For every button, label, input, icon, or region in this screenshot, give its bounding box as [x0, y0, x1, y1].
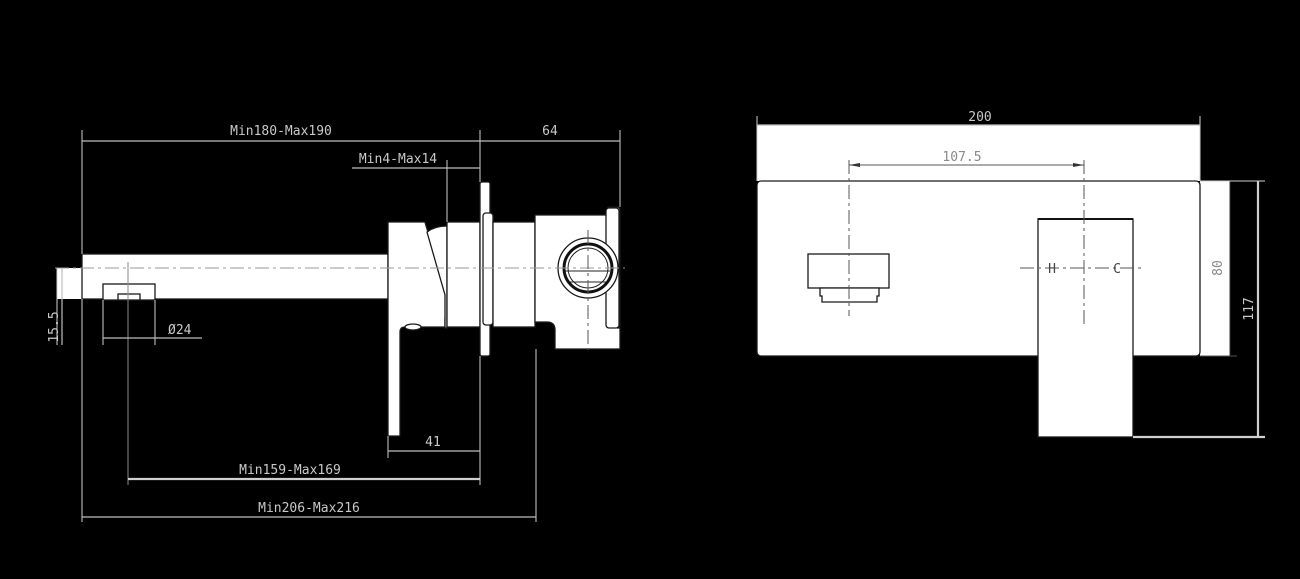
- cold-label: C: [1113, 262, 1121, 277]
- collar: [446, 221, 481, 328]
- dim-outlet-diameter: Ø24: [168, 323, 192, 338]
- aerator-outlet: [117, 293, 141, 301]
- dim-plate-height: 80: [1211, 260, 1226, 276]
- dim-outlet-to-wall: Min159-Max169: [239, 463, 341, 478]
- front-view: H C 200 107.5 80 117: [756, 110, 1265, 439]
- dim-lever-offset: 41: [425, 435, 441, 450]
- spout-height-region: [57, 268, 83, 299]
- height-dim-region: [1200, 181, 1230, 356]
- arrow: [849, 163, 860, 167]
- width-dim-region: [757, 125, 1200, 181]
- valve-sleeve: [492, 221, 536, 328]
- hot-label: H: [1048, 262, 1056, 277]
- dim-wall-gap: Min4-Max14: [359, 152, 437, 167]
- dim-overall-length: Min206-Max216: [258, 501, 360, 516]
- lever-pivot: [404, 323, 422, 331]
- dim-outlet-to-handle: 107.5: [942, 150, 981, 165]
- dim-spout-height: 15.5: [47, 311, 62, 342]
- dim-overall-height: 117: [1242, 297, 1257, 320]
- handle-front: [1037, 218, 1134, 438]
- dim-body-depth: 64: [542, 124, 558, 139]
- dim-plate-width: 200: [968, 110, 991, 125]
- lever-neck: [426, 225, 448, 329]
- side-view: Min180-Max190 64 Min4-Max14 15.5 Ø24 41 …: [47, 124, 625, 522]
- dim-spout-length: Min180-Max190: [230, 124, 332, 139]
- cover-plate-lip: [482, 212, 494, 326]
- arrow: [1073, 163, 1084, 167]
